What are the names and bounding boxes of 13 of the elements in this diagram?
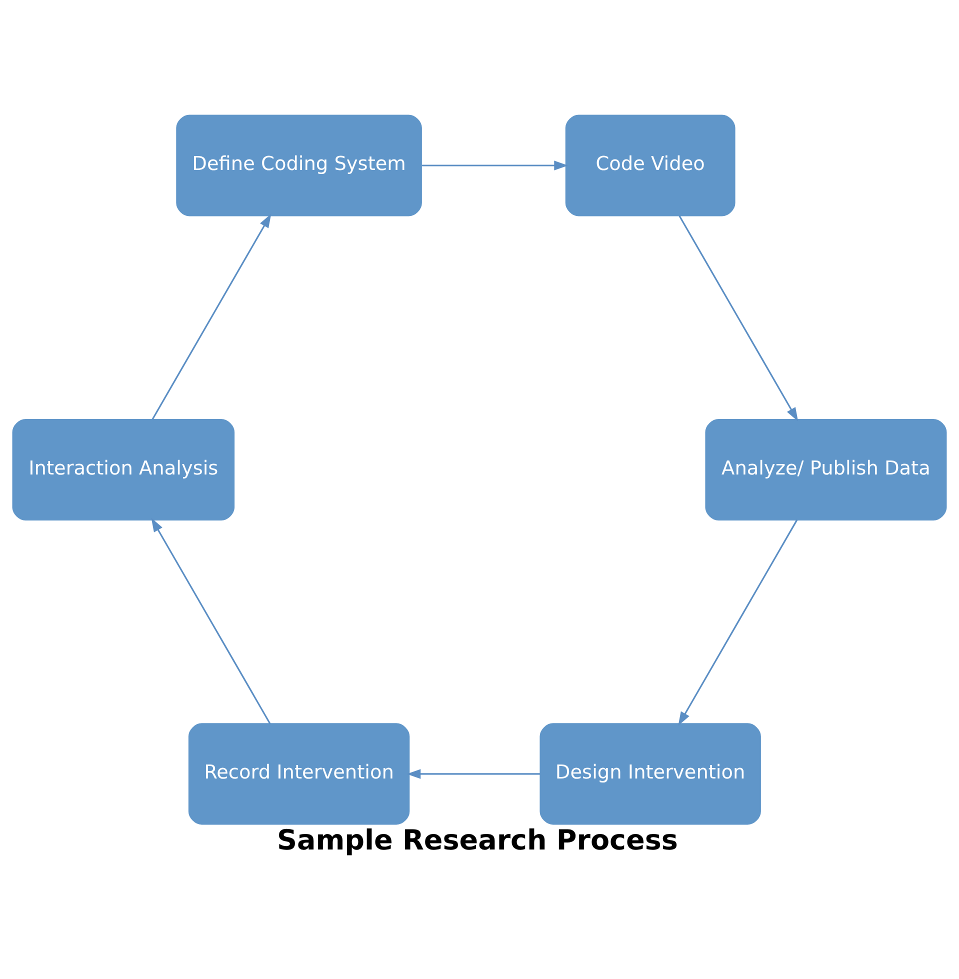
node-box: Analyze/ Publish Data <box>705 418 947 520</box>
arrow <box>151 518 271 724</box>
arrow <box>678 520 798 726</box>
arrow <box>678 215 798 422</box>
arrow <box>152 214 272 420</box>
node-box: Code Video <box>565 114 736 216</box>
node-box: Define Coding System <box>176 114 422 216</box>
node-box: Interaction Analysis <box>12 418 235 520</box>
diagram-title: Sample Research Process <box>276 824 678 857</box>
node-box: Design Intervention <box>540 723 761 825</box>
node-box: Record Intervention <box>188 723 410 825</box>
arrow <box>406 769 540 779</box>
arrow <box>422 160 568 170</box>
